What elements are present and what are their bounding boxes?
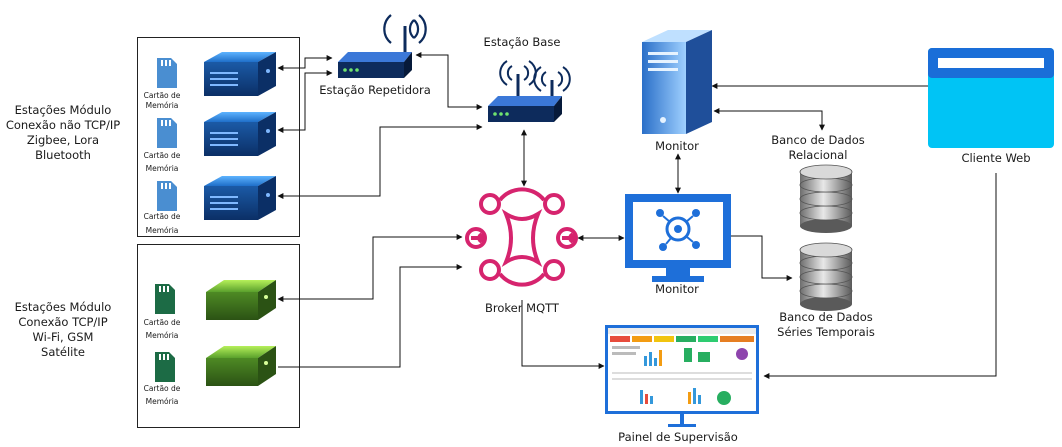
group-label-non-tcp-line4: Bluetooth bbox=[35, 148, 91, 162]
base-station-label: Estação Base bbox=[484, 35, 561, 49]
group-label-tcp-line1: Estações Módulo bbox=[15, 300, 112, 314]
memory-card-label-line1: Cartão de bbox=[144, 91, 181, 100]
memory-card-label-line1: Cartão de bbox=[144, 151, 181, 160]
db-timeseries-label-line1: Banco de Dados bbox=[779, 310, 873, 324]
memory-card-label-line2: Memória bbox=[146, 397, 179, 406]
sd-card-icon bbox=[155, 352, 175, 382]
sd-card-icon bbox=[157, 58, 177, 88]
web-client-label: Cliente Web bbox=[961, 151, 1030, 165]
station-device-green-2 bbox=[206, 346, 276, 386]
mqtt-broker-icon bbox=[465, 187, 578, 287]
memory-card-label-line1: Cartão de bbox=[144, 384, 181, 393]
memory-card-label-line2: Memória bbox=[146, 164, 179, 173]
group-label-tcp-line4: Satélite bbox=[41, 345, 85, 359]
memory-card-label-line1: Cartão de bbox=[144, 212, 181, 221]
memory-card-label-line2: Memória bbox=[146, 101, 179, 110]
dashboard-screen-icon bbox=[605, 325, 759, 427]
sd-card-icon bbox=[157, 181, 177, 211]
sd-card-icon bbox=[157, 118, 177, 148]
db-timeseries-label-line2: Séries Temporais bbox=[777, 325, 875, 339]
memory-card-label-line2: Memória bbox=[146, 331, 179, 340]
monitor-app-icon bbox=[625, 194, 731, 282]
broker-label: Broker MQTT bbox=[485, 301, 560, 315]
repeater-label: Estação Repetidora bbox=[319, 83, 431, 97]
group-label-non-tcp-line3: Zigbee, Lora bbox=[27, 133, 99, 147]
memory-card-label-line1: Cartão de bbox=[144, 318, 181, 327]
memory-card-label-line2: Memória bbox=[146, 226, 179, 235]
group-box-tcp bbox=[137, 244, 300, 428]
station-device-blue-2 bbox=[204, 112, 276, 156]
router-icon-base bbox=[488, 60, 571, 122]
connectors bbox=[277, 52, 997, 379]
database-icon-relational bbox=[799, 164, 853, 233]
web-client-icon bbox=[928, 48, 1054, 148]
group-label-non-tcp-line1: Estações Módulo bbox=[15, 103, 112, 117]
db-relational-label-line1: Banco de Dados bbox=[771, 133, 865, 147]
group-label-tcp-line2: Conexão TCP/IP bbox=[18, 315, 107, 329]
sd-card-icon bbox=[155, 284, 175, 314]
database-icon-timeseries bbox=[799, 242, 853, 311]
server-icon bbox=[642, 30, 712, 134]
monitor-app-label: Monitor bbox=[655, 282, 699, 296]
router-icon-repeater bbox=[338, 14, 427, 78]
db-relational-label-line2: Relacional bbox=[789, 148, 848, 162]
station-device-green-1 bbox=[206, 280, 276, 320]
station-device-blue-1 bbox=[204, 52, 276, 96]
group-label-non-tcp-line2: Conexão não TCP/IP bbox=[6, 118, 120, 132]
monitor-server-label: Monitor bbox=[655, 139, 699, 153]
group-label-tcp-line3: Wi-Fi, GSM bbox=[33, 330, 94, 344]
station-device-blue-3 bbox=[204, 176, 276, 220]
dashboard-label: Painel de Supervisão bbox=[618, 430, 738, 444]
